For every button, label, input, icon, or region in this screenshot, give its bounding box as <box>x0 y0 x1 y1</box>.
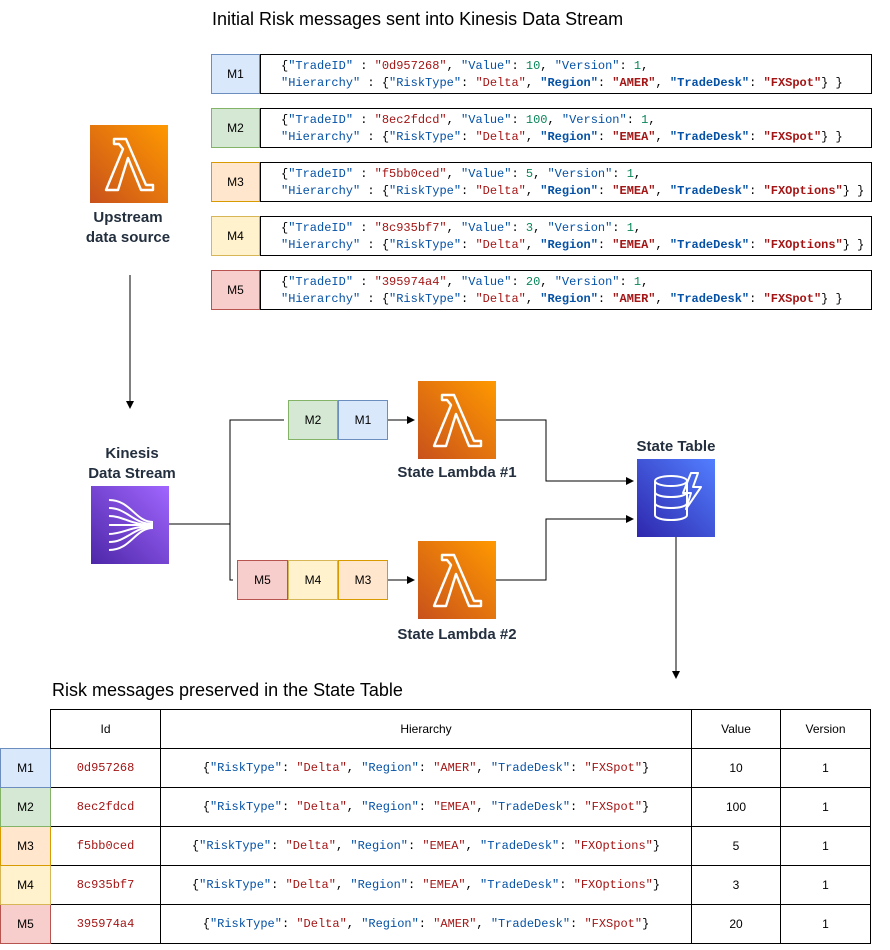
table-header-row: Id Hierarchy Value Version <box>0 709 871 749</box>
row-version: 1 <box>780 904 871 944</box>
queue1-cell: M2 <box>288 400 338 440</box>
message-tag: M4 <box>211 216 260 256</box>
row-value: 10 <box>691 748 781 788</box>
state-table-label: State Table <box>636 438 716 455</box>
row-hierarchy: {"RiskType": "Delta", "Region": "AMER", … <box>160 748 692 788</box>
state-lambda-1-label: State Lambda #1 <box>397 464 517 481</box>
row-tag: M1 <box>0 748 51 788</box>
row-hierarchy: {"RiskType": "Delta", "Region": "EMEA", … <box>160 865 692 905</box>
table-title: Risk messages preserved in the State Tab… <box>52 680 403 700</box>
upstream-label-line1: Upstream <box>93 209 163 226</box>
row-hierarchy: {"RiskType": "Delta", "Region": "AMER", … <box>160 904 692 944</box>
row-id: 8ec2fdcd <box>50 787 161 827</box>
row-version: 1 <box>780 865 871 905</box>
state-lambda-2-label: State Lambda #2 <box>397 626 517 643</box>
row-value: 5 <box>691 826 781 866</box>
upstream-lambda-icon <box>90 125 168 203</box>
message-tag: M5 <box>211 270 260 310</box>
row-tag: M4 <box>0 865 51 905</box>
state-lambda-2-icon <box>418 541 496 619</box>
kinesis-label-line2: Data Stream <box>88 465 176 482</box>
row-id: f5bb0ced <box>50 826 161 866</box>
upstream-label: Upstream data source <box>78 208 178 248</box>
table-header-blank <box>0 709 51 749</box>
kinesis-stream-icon <box>91 486 169 564</box>
row-value: 20 <box>691 904 781 944</box>
queue2-cell: M4 <box>288 560 338 600</box>
message-json: {"TradeID" : "8ec2fdcd", "Value": 100, "… <box>260 108 872 148</box>
queue1-cell: M1 <box>338 400 388 440</box>
top-title: Initial Risk messages sent into Kinesis … <box>212 9 624 29</box>
queue2-cell: M3 <box>338 560 388 600</box>
message-json: {"TradeID" : "8c935bf7", "Value": 3, "Ve… <box>260 216 872 256</box>
row-id: 395974a4 <box>50 904 161 944</box>
message-json: {"TradeID" : "0d957268", "Value": 10, "V… <box>260 54 872 94</box>
row-value: 3 <box>691 865 781 905</box>
row-version: 1 <box>780 826 871 866</box>
row-tag: M3 <box>0 826 51 866</box>
row-version: 1 <box>780 787 871 827</box>
row-hierarchy: {"RiskType": "Delta", "Region": "EMEA", … <box>160 826 692 866</box>
dynamodb-table-icon <box>637 459 715 537</box>
row-version: 1 <box>780 748 871 788</box>
upstream-label-line2: data source <box>85 229 171 246</box>
message-tag: M3 <box>211 162 260 202</box>
message-tag: M1 <box>211 54 260 94</box>
message-json: {"TradeID" : "f5bb0ced", "Value": 5, "Ve… <box>260 162 872 202</box>
row-tag: M2 <box>0 787 51 827</box>
message-json: {"TradeID" : "395974a4", "Value": 20, "V… <box>260 270 872 310</box>
table-header-value: Value <box>691 709 781 749</box>
row-id: 8c935bf7 <box>50 865 161 905</box>
row-value: 100 <box>691 787 781 827</box>
message-tag: M2 <box>211 108 260 148</box>
kinesis-label: Kinesis Data Stream <box>82 444 182 484</box>
state-lambda-1-icon <box>418 381 496 459</box>
queue2-cell: M5 <box>237 560 288 600</box>
table-header-hierarchy: Hierarchy <box>160 709 692 749</box>
table-header-version: Version <box>780 709 871 749</box>
row-id: 0d957268 <box>50 748 161 788</box>
table-header-id: Id <box>50 709 161 749</box>
row-tag: M5 <box>0 904 51 944</box>
row-hierarchy: {"RiskType": "Delta", "Region": "EMEA", … <box>160 787 692 827</box>
kinesis-label-line1: Kinesis <box>105 445 159 462</box>
